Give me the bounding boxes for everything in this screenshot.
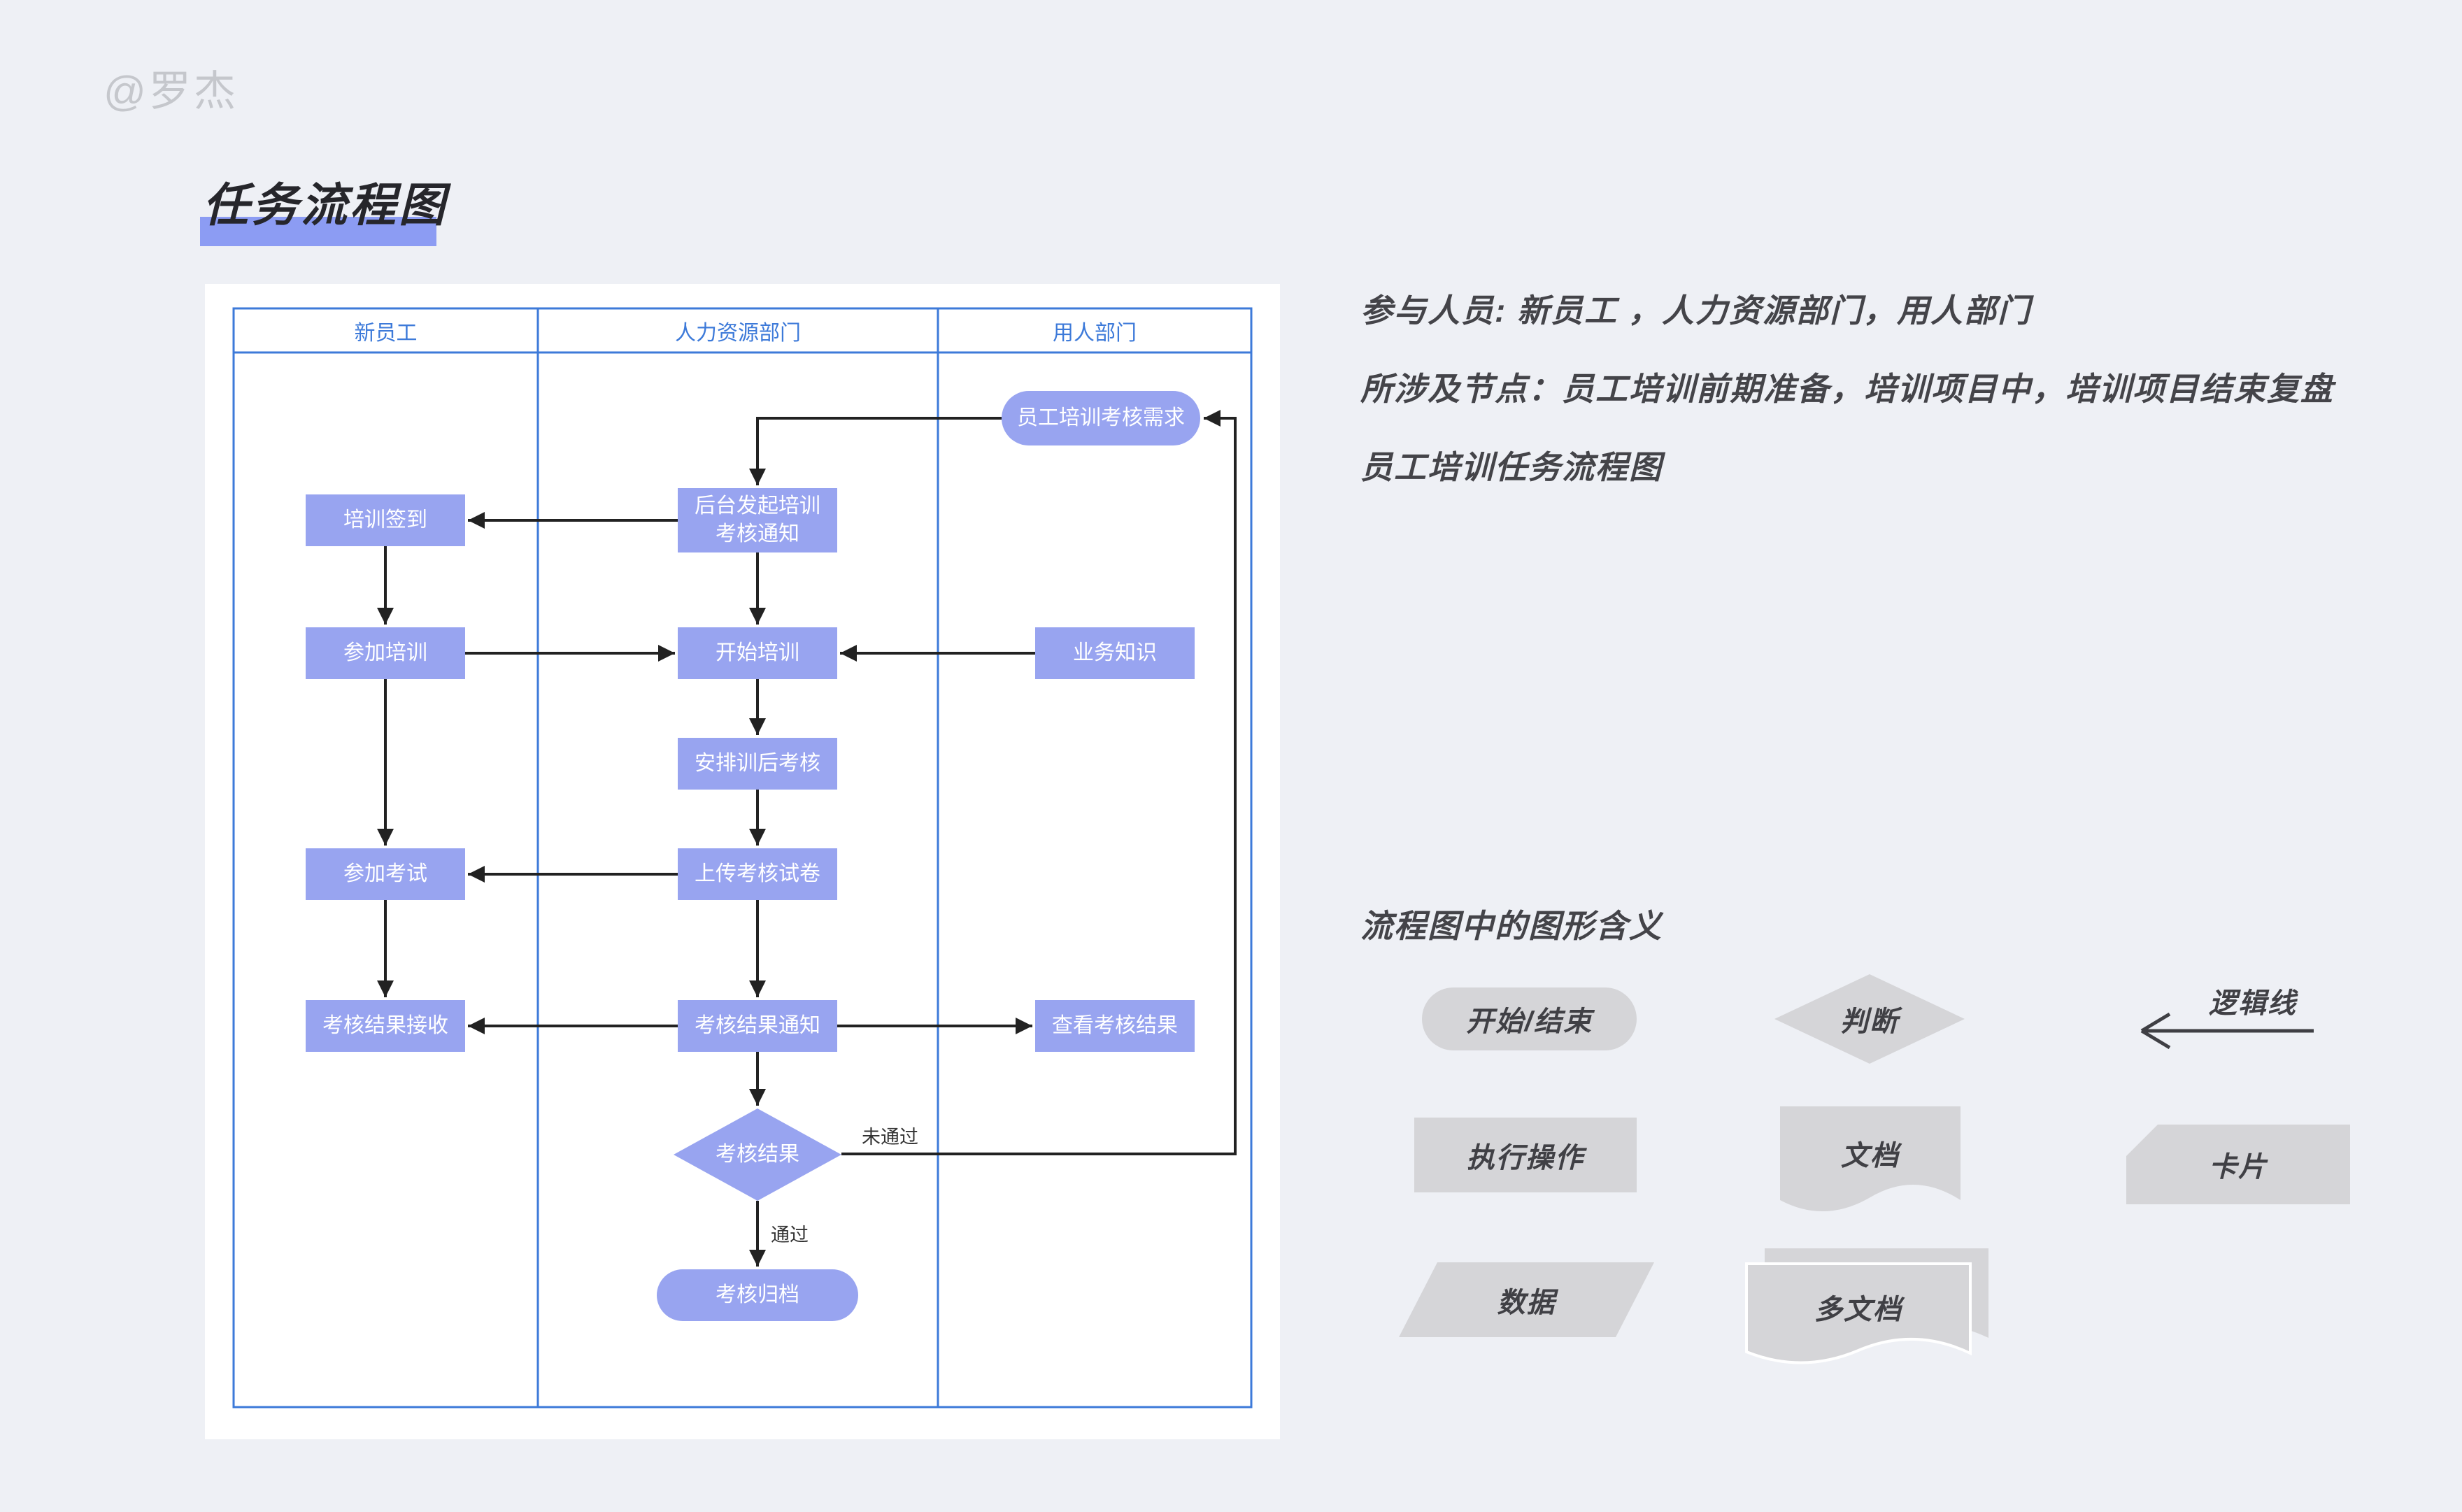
legend-process-shape: 执行操作: [1414, 1118, 1637, 1192]
legend-card-shape: [2126, 1125, 2350, 1204]
legend-multi-document-shape: [1745, 1248, 1988, 1364]
legend-decision-shape: [1774, 974, 1965, 1064]
node-business-knowledge: 业务知识: [1035, 627, 1195, 679]
legend-terminator-shape: 开始/结束: [1422, 987, 1637, 1050]
node-backend-notify-line1: 后台发起培训: [695, 494, 820, 518]
node-start-training: 开始培训: [678, 627, 837, 679]
legend-decision-label: 判断: [1840, 1006, 1899, 1037]
logic-line-arrow-icon: [2140, 1012, 2314, 1050]
lane-header-hr: 人力资源部门: [675, 321, 801, 345]
node-result-notice: 考核结果通知: [678, 1000, 837, 1052]
legend-logic-line-label: 逻辑线: [2209, 988, 2297, 1019]
node-attend-training: 参加培训: [306, 627, 465, 679]
legend-card-label: 卡片: [2209, 1152, 2268, 1183]
edge-label-pass: 通过: [771, 1225, 809, 1246]
legend-multi-document-label: 多文档: [1814, 1295, 1902, 1325]
node-backend-notify-line2: 考核通知: [716, 522, 799, 545]
node-training-need: 员工培训考核需求: [1002, 391, 1200, 445]
legend-document-shape: [1780, 1106, 1961, 1212]
node-view-result: 查看考核结果: [1035, 1000, 1195, 1052]
author-watermark: @罗杰: [104, 68, 239, 115]
title-highlight-bar: [200, 217, 436, 246]
edge-label-fail: 未通过: [862, 1127, 918, 1148]
node-backend-notify: 后台发起培训 考核通知: [678, 488, 837, 552]
lane-header-new-employee: 新员工: [354, 321, 418, 345]
node-receive-result: 考核结果接收: [306, 1000, 465, 1052]
edge-need-to-notify: [749, 417, 1002, 485]
node-upload-paper: 上传考核试卷: [678, 848, 837, 900]
legend-data-label: 数据: [1497, 1287, 1556, 1318]
page-title: 任务流程图: [203, 179, 448, 231]
edge-fail-feedback: [841, 410, 1237, 1155]
note-involved-nodes: 所涉及节点：员工培训前期准备，培训项目中，培训项目结束复盘: [1360, 371, 2334, 407]
node-archive: 考核归档: [657, 1269, 858, 1321]
legend-data-shape: [1399, 1262, 1654, 1337]
note-caption: 员工培训任务流程图: [1360, 449, 1663, 485]
node-training-signin: 培训签到: [306, 494, 465, 546]
legend-document-label: 文档: [1841, 1141, 1900, 1171]
node-take-exam: 参加考试: [306, 848, 465, 900]
legend-title: 流程图中的图形含义: [1360, 908, 1663, 944]
note-participants: 参与人员: 新员工 ，人力资源部门，用人部门: [1360, 292, 2031, 329]
lane-header-employing-dept: 用人部门: [1053, 321, 1137, 345]
swimlane-table-border: [232, 307, 1253, 1408]
node-arrange-assessment: 安排训后考核: [678, 738, 837, 790]
